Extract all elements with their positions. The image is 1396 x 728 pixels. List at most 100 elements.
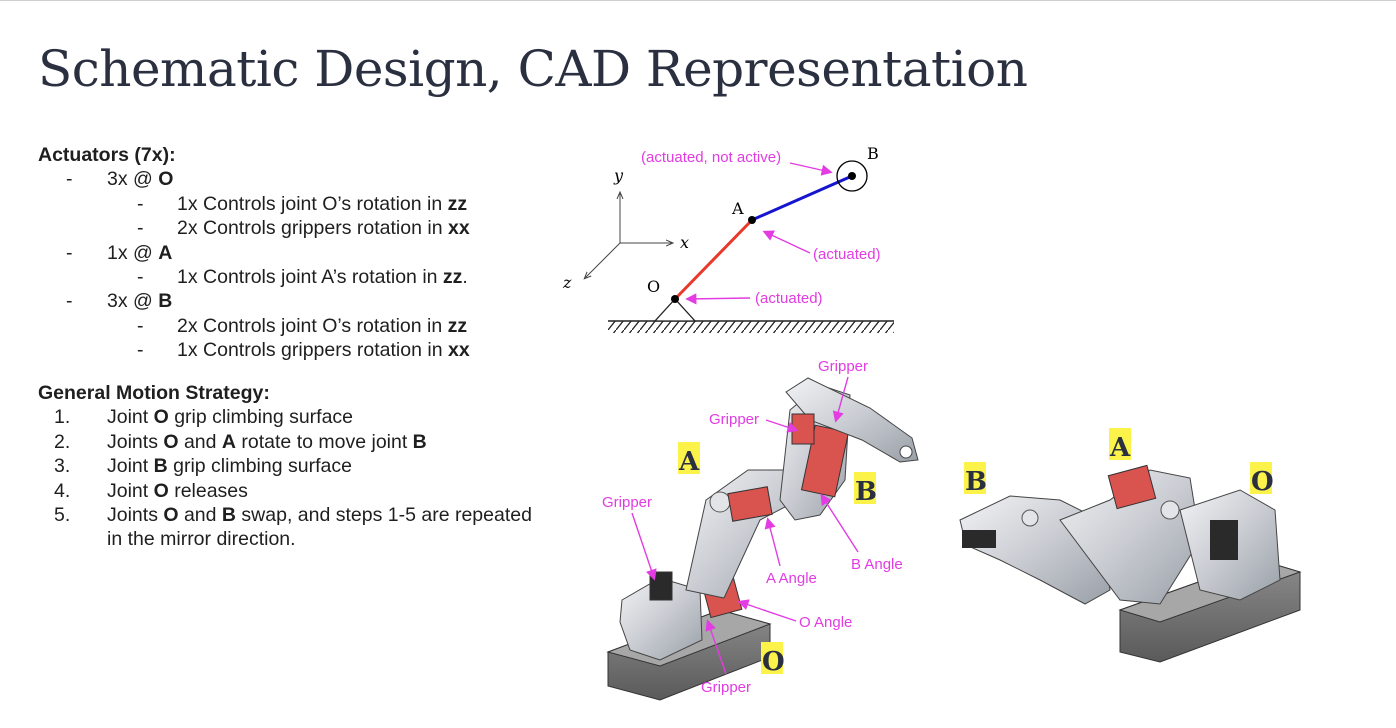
note-o: (actuated) bbox=[755, 290, 823, 307]
cad-joint-o: O bbox=[762, 647, 785, 677]
cad-render-folded: B A O bbox=[959, 428, 1302, 663]
detail-axis: xx bbox=[447, 339, 470, 362]
actuator-detail: 1x Controls joint O’s rotation in zz bbox=[177, 192, 467, 216]
actuator-detail: 1x Controls joint A’s rotation in zz. bbox=[177, 265, 468, 289]
sub-bullet: - bbox=[137, 266, 144, 288]
actuator-detail: 2x Controls joint O’s rotation in zz bbox=[177, 314, 467, 338]
z-axis-arrow bbox=[585, 242, 621, 278]
actuators-heading: Actuators (7x): bbox=[38, 144, 176, 166]
upper-gripper bbox=[785, 377, 919, 463]
step-part: grip climbing surface bbox=[168, 406, 354, 429]
step-part: swap, and steps 1-5 are repeated bbox=[236, 504, 532, 526]
label-gripper-left: Gripper bbox=[602, 494, 652, 511]
step-part: rotate to move joint bbox=[236, 430, 413, 453]
note-a: (actuated) bbox=[813, 246, 881, 263]
detail-text: 2x Controls grippers rotation in bbox=[177, 217, 448, 240]
point-a-label: A bbox=[731, 199, 744, 218]
step-part: Joints bbox=[107, 504, 164, 526]
right-joint-o: O bbox=[1251, 467, 1274, 497]
step-part: Joints bbox=[107, 430, 164, 453]
step-text: Joints O and B swap, and steps 1-5 are r… bbox=[107, 503, 532, 527]
step-part: and bbox=[178, 504, 222, 526]
note-o-arrow bbox=[685, 293, 751, 305]
detail-axis: zz bbox=[447, 314, 468, 337]
group-count: 1x @ bbox=[107, 241, 159, 264]
group-joint: A bbox=[158, 241, 173, 264]
bullet: - bbox=[66, 290, 73, 313]
detail-text: 2x Controls joint O’s rotation in bbox=[177, 314, 448, 337]
step-part: B bbox=[153, 455, 168, 478]
step-continuation: in the mirror direction. bbox=[107, 528, 296, 551]
step-number: 3. bbox=[54, 455, 71, 478]
label-gripper-mid: Gripper bbox=[709, 411, 759, 428]
link-a-b bbox=[751, 174, 853, 222]
step-text: Joint O grip climbing surface bbox=[107, 405, 353, 429]
sub-bullet: - bbox=[137, 314, 144, 337]
step-part: O bbox=[153, 479, 169, 502]
step-number: 4. bbox=[54, 479, 71, 502]
step-part: and bbox=[178, 430, 222, 453]
link-o-a bbox=[673, 218, 754, 301]
cad-joint-b: B bbox=[855, 477, 877, 507]
step-number: 1. bbox=[54, 406, 71, 429]
joint-a-dot bbox=[748, 216, 756, 224]
step-part: Joint bbox=[107, 455, 154, 478]
sub-bullet: - bbox=[137, 339, 144, 362]
label-a-angle: A Angle bbox=[766, 570, 817, 587]
step-part: A bbox=[221, 430, 236, 453]
step-text: Joints O and A rotate to move joint B bbox=[107, 430, 427, 454]
note-b-arrow bbox=[789, 162, 833, 176]
actuator-detail: 2x Controls grippers rotation in xx bbox=[177, 216, 470, 240]
bullet: - bbox=[66, 168, 73, 191]
slide-title: Schematic Design, CAD Representation bbox=[38, 40, 1028, 98]
actuator-group: 3x @ O bbox=[107, 167, 173, 191]
bullet: - bbox=[66, 241, 73, 264]
actuator-detail: 1x Controls grippers rotation in xx bbox=[177, 338, 470, 362]
detail-text: 1x Controls joint A’s rotation in bbox=[177, 266, 443, 288]
step-part: O bbox=[163, 430, 179, 453]
detail-axis: zz bbox=[447, 192, 468, 215]
sub-bullet: - bbox=[137, 192, 144, 215]
step-part: Joint bbox=[107, 479, 154, 502]
servo-a bbox=[727, 486, 773, 522]
step-part: Joint bbox=[107, 406, 154, 429]
top-border bbox=[0, 0, 1396, 1]
detail-axis: xx bbox=[447, 217, 470, 240]
detail-suffix: . bbox=[462, 266, 468, 288]
label-gripper-top: Gripper bbox=[818, 358, 868, 375]
actuator-group: 1x @ A bbox=[107, 241, 172, 265]
step-part: grip climbing surface bbox=[167, 455, 352, 478]
axis-y-label: y bbox=[613, 166, 624, 185]
step-number: 2. bbox=[54, 430, 71, 453]
label-b-angle: B Angle bbox=[851, 556, 903, 573]
point-o-label: O bbox=[647, 277, 660, 296]
step-number: 5. bbox=[54, 504, 71, 526]
group-joint: O bbox=[158, 168, 174, 191]
label-gripper-bottom: Gripper bbox=[701, 679, 751, 696]
axis-z-label: z bbox=[562, 273, 572, 292]
joint-o-dot bbox=[671, 295, 679, 303]
group-count: 3x @ bbox=[107, 290, 159, 313]
point-b-label: B bbox=[867, 144, 879, 163]
detail-text: 1x Controls grippers rotation in bbox=[177, 339, 448, 362]
motion-heading: General Motion Strategy: bbox=[38, 382, 270, 404]
note-b: (actuated, not active) bbox=[641, 149, 781, 166]
step-part: B bbox=[412, 430, 427, 453]
ground-hatch bbox=[608, 321, 894, 333]
kinematic-schematic: y x z O A B (actuated, not active) (actu… bbox=[562, 144, 894, 333]
joint-b-circle bbox=[836, 160, 868, 192]
step-part: O bbox=[163, 504, 179, 526]
step-part: B bbox=[221, 504, 236, 526]
detail-text: 1x Controls joint O’s rotation in bbox=[177, 192, 448, 215]
cad-joint-a: A bbox=[678, 447, 700, 477]
actuator-group: 3x @ B bbox=[107, 289, 172, 313]
step-text: Joint O releases bbox=[107, 479, 248, 503]
axis-x-label: x bbox=[680, 233, 689, 252]
step-part: releases bbox=[168, 479, 248, 502]
step-text: Joint B grip climbing surface bbox=[107, 454, 352, 478]
joint-b-dot bbox=[848, 172, 856, 180]
pivot-support bbox=[653, 298, 697, 322]
group-count: 3x @ bbox=[107, 168, 159, 191]
right-joint-b: B bbox=[965, 467, 987, 497]
